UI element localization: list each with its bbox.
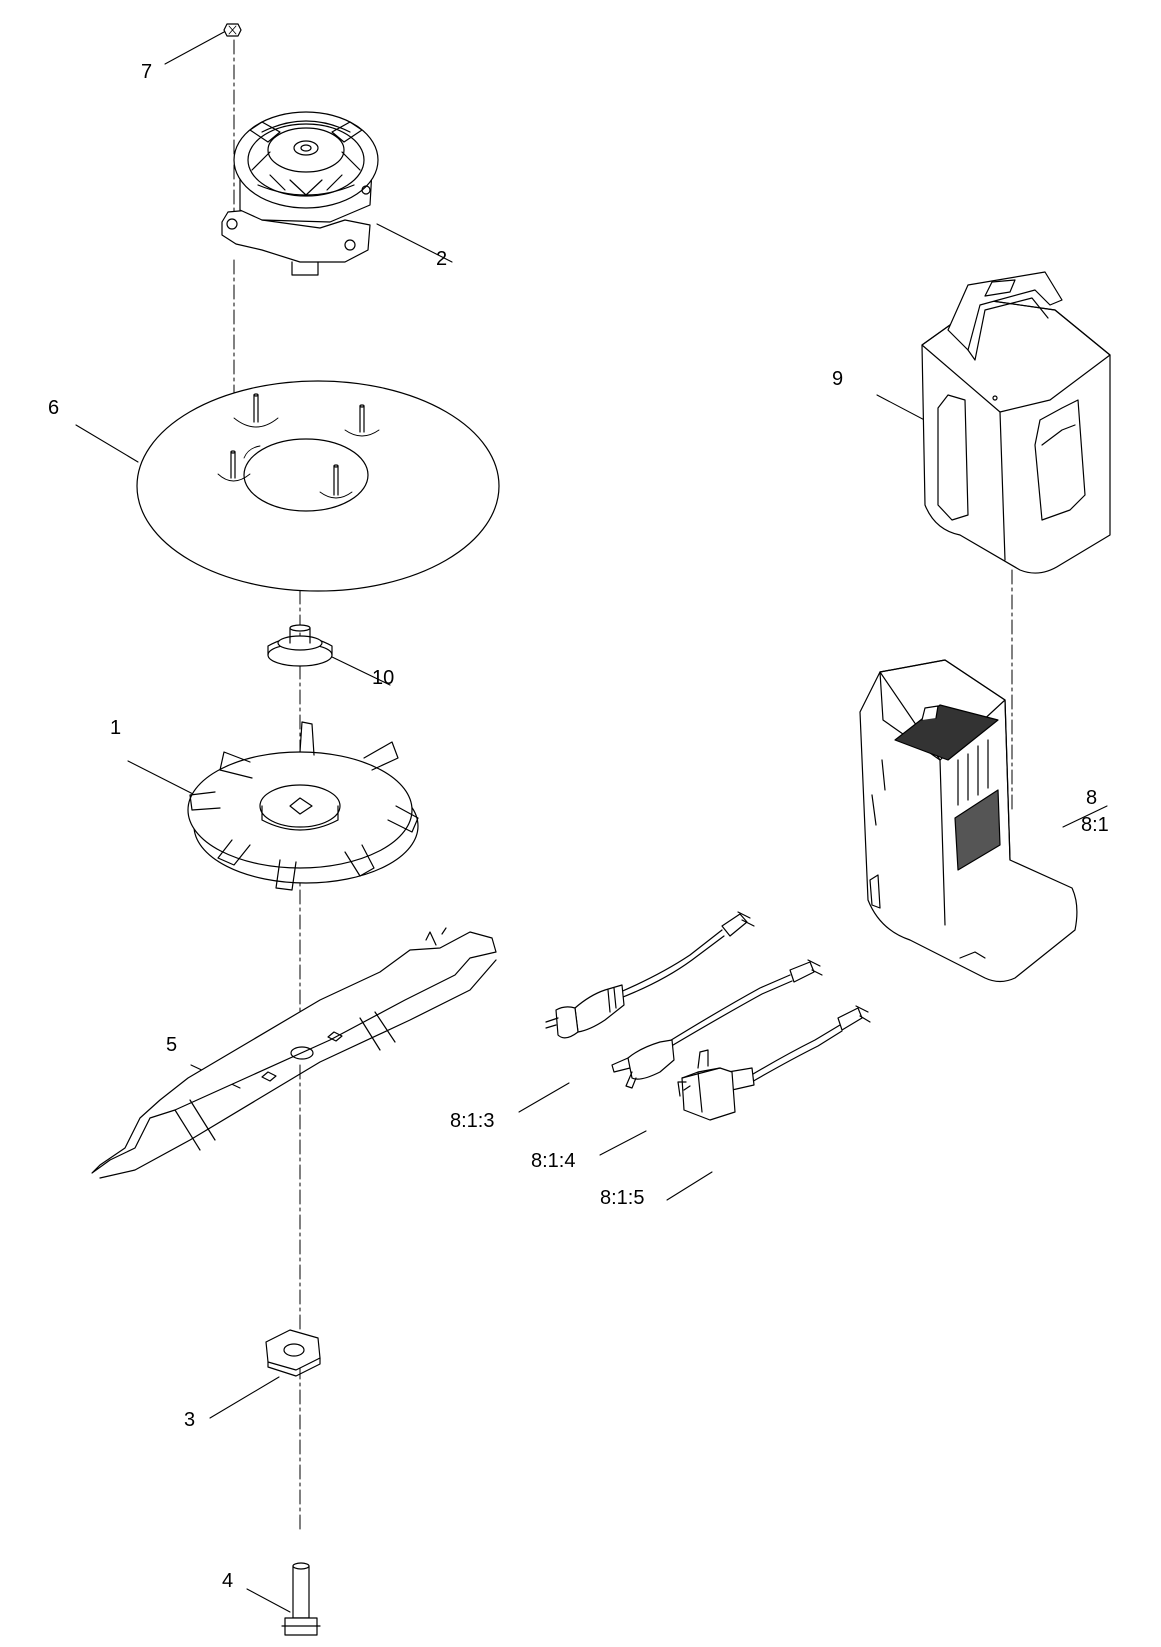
callout-8: 8: [1086, 787, 1098, 809]
callout-5: 5: [166, 1034, 178, 1056]
part-8-1-4-power-cable: [611, 959, 823, 1089]
part-5-blade: [91, 927, 497, 1179]
assembly-axis-lines: [233, 39, 1013, 1531]
disc-studs: [217, 393, 380, 499]
part-8-charger: [859, 659, 1078, 983]
callout-6: 6: [48, 397, 60, 419]
callout-7: 7: [141, 61, 153, 83]
part-8-1-5-power-cable: [677, 1005, 871, 1121]
part-3-washer: [265, 1329, 321, 1377]
part-1-fan: [187, 721, 419, 891]
part-10-hub-adapter: [267, 624, 333, 667]
callout-8-1-3: 8:1:3: [450, 1110, 495, 1132]
part-4-bolt: [281, 1562, 321, 1636]
callout-4: 4: [222, 1570, 234, 1592]
callout-3: 3: [184, 1409, 196, 1431]
callout-1: 1: [110, 717, 122, 739]
part-2-motor: [221, 111, 379, 276]
part-9-battery: [921, 271, 1111, 574]
callout-8-1-5: 8:1:5: [600, 1187, 645, 1209]
callout-2: 2: [436, 248, 448, 270]
callout-8-1-4: 8:1:4: [531, 1150, 576, 1172]
callout-8-1: 8:1: [1081, 814, 1109, 836]
part-6-disc-plate: [136, 380, 500, 592]
callout-9: 9: [832, 368, 844, 390]
part-8-1-3-power-cable: [545, 911, 755, 1039]
part-7-nut: [223, 23, 242, 37]
callout-10: 10: [372, 667, 395, 689]
